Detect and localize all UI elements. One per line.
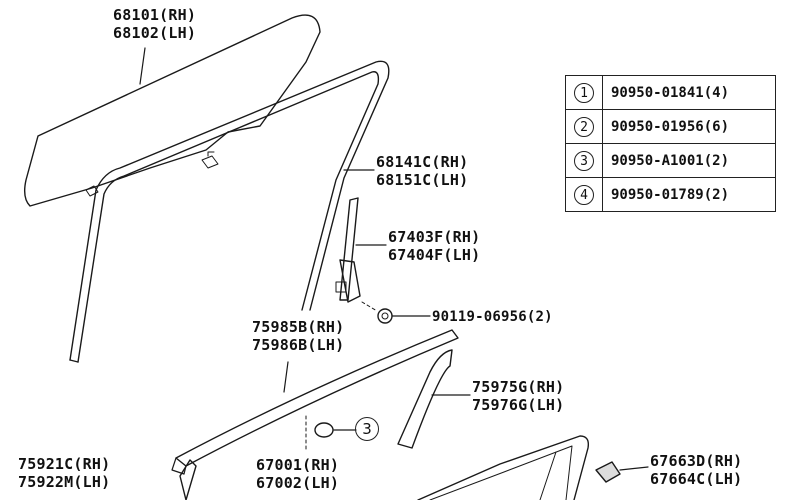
glass-run-inner <box>77 71 380 363</box>
outer-strip <box>179 459 197 500</box>
circled-number: 3 <box>574 150 594 171</box>
glass-bracket-right-nut <box>207 151 215 157</box>
bolt-shank <box>361 301 378 312</box>
label-75922m: 75922M(LH) <box>18 473 111 491</box>
label-67404f: 67404F(LH) <box>388 246 481 264</box>
label-75985b: 75985B(RH) <box>252 318 345 336</box>
label-75986b: 75986B(LH) <box>252 336 345 354</box>
label-68141c: 68141C(RH) <box>376 153 469 171</box>
circled-number: 4 <box>574 184 594 205</box>
door-glass <box>23 14 321 207</box>
bolt-head <box>377 308 393 324</box>
belt-moulding-end <box>171 457 187 475</box>
door-clip <box>595 461 621 483</box>
circled-number: 2 <box>574 116 594 137</box>
callout-3-icon: 3 <box>355 417 379 441</box>
rear-channel-tab <box>335 281 347 293</box>
label-90119: 90119-06956(2) <box>432 309 553 325</box>
parts-table-row: 3 90950-A1001(2) <box>565 143 776 178</box>
bolt-head-inner <box>381 312 389 320</box>
pillar-moulding <box>397 349 453 449</box>
label-67001: 67001(RH) <box>256 456 340 474</box>
leader-glass <box>139 47 146 85</box>
label-67002: 67002(LH) <box>256 474 340 492</box>
circled-number: 1 <box>574 82 594 103</box>
rear-channel-body <box>339 197 359 301</box>
glass-run-end <box>69 359 79 363</box>
rear-channel-lower <box>339 259 361 303</box>
parts-table: 1 90950-01841(4) 2 90950-01956(6) 3 9095… <box>565 75 776 212</box>
glass-bracket-right <box>201 155 219 169</box>
hole-plug <box>314 422 334 438</box>
label-68151c: 68151C(LH) <box>376 171 469 189</box>
glass-run-outer <box>69 60 390 361</box>
parts-table-row: 1 90950-01841(4) <box>565 75 776 110</box>
label-68101: 68101(RH) <box>113 6 197 24</box>
door-frame-inner <box>429 445 573 500</box>
parts-table-row: 4 90950-01789(2) <box>565 177 776 212</box>
label-67663d: 67663D(RH) <box>650 452 743 470</box>
label-75976g: 75976G(LH) <box>472 396 565 414</box>
label-75921c: 75921C(RH) <box>18 455 111 473</box>
part-number: 90950-01841(4) <box>602 75 776 110</box>
glass-bracket-left <box>85 185 99 197</box>
belt-moulding <box>175 329 459 467</box>
part-number: 90950-01956(6) <box>602 109 776 144</box>
part-number: 90950-A1001(2) <box>602 143 776 178</box>
label-67664c: 67664C(LH) <box>650 470 743 488</box>
leader-clip <box>619 466 649 471</box>
label-68102: 68102(LH) <box>113 24 197 42</box>
label-67403f: 67403F(RH) <box>388 228 481 246</box>
leader-belt <box>283 361 289 393</box>
parts-table-row: 2 90950-01956(6) <box>565 109 776 144</box>
door-frame <box>417 435 590 500</box>
label-75975g: 75975G(RH) <box>472 378 565 396</box>
door-frame-rib <box>539 451 557 500</box>
part-number: 90950-01789(2) <box>602 177 776 212</box>
